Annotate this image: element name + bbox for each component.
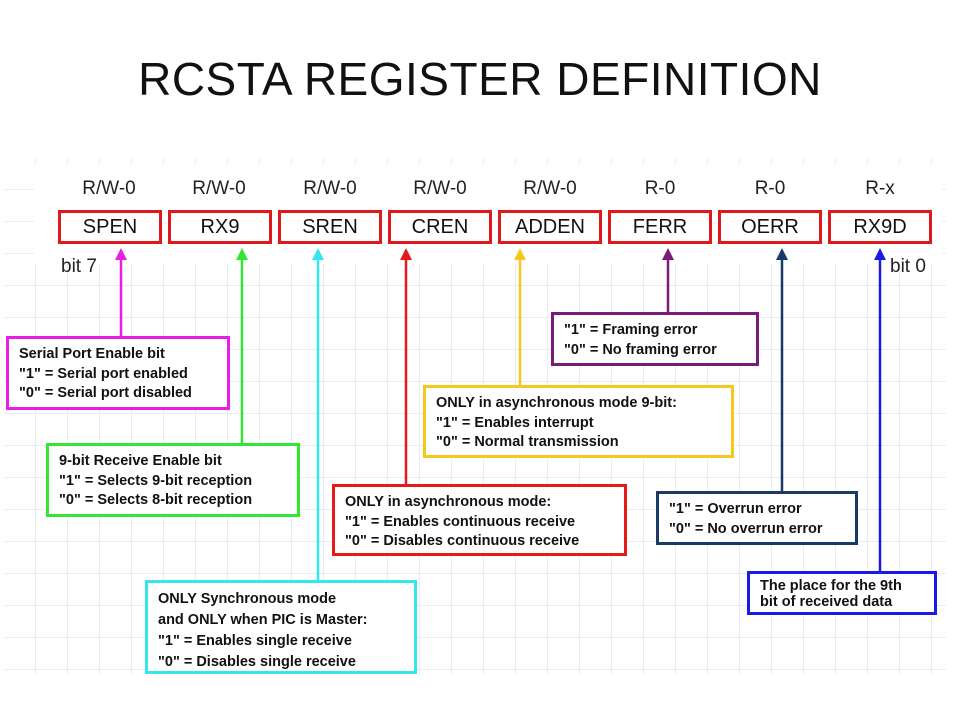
bit-cell-spen: SPEN [58,210,162,244]
ferr-note-line: "0" = No framing error [564,341,717,358]
adden-note-box: ONLY in asynchronous mode 9-bit: "1" = E… [423,385,734,458]
access-label-bit6: R/W-0 [192,178,246,199]
sren-arrowhead [312,248,324,260]
bit-cell-cren: CREN [388,210,492,244]
oerr-note-line: "0" = No overrun error [669,520,823,537]
access-label-bit3: R/W-0 [523,178,577,199]
oerr-arrowhead [776,248,788,260]
connector-lines [115,248,886,580]
ferr-note-box: "1" = Framing error "0" = No framing err… [551,312,759,366]
sren-note-line: "1" = Enables single receive [158,633,352,649]
adden-note-line: ONLY in asynchronous mode 9-bit: [436,395,677,411]
access-label-bit1: R-0 [754,178,786,199]
rx9d-note-box: The place for the 9th bit of received da… [747,571,937,615]
lsb-label: bit 0 [890,256,926,277]
access-label-bit2: R-0 [644,178,676,199]
rx9-note-box: 9-bit Receive Enable bit "1" = Selects 9… [46,443,300,517]
bit-cell-adden: ADDEN [498,210,602,244]
oerr-note-box: "1" = Overrun error "0" = No overrun err… [656,491,858,545]
access-label-bit0: R-x [865,178,895,199]
bit-cell-rx9d: RX9D [828,210,932,244]
sren-note-line: ONLY Synchronous mode [158,591,337,607]
spen-arrowhead [115,248,127,260]
spen-note-box: Serial Port Enable bit "1" = Serial port… [6,336,230,410]
rx9-note-line: "1" = Selects 9-bit reception [59,472,253,489]
cren-note-line: "0" = Disables continuous receive [345,533,580,549]
spen-note-line: "1" = Serial port enabled [19,365,188,382]
bit-cell-oerr: OERR [718,210,822,244]
rx9d-note-line: The place for the 9th [760,578,902,594]
register-panel: R/W-0 R/W-0 R/W-0 R/W-0 R/W-0 R-0 R-0 R-… [34,164,942,277]
cren-arrowhead [400,248,412,260]
rx9d-note-line: bit of received data [760,594,893,610]
access-label-bit5: R/W-0 [303,178,357,199]
rx9-note-line: "0" = Selects 8-bit reception [59,492,253,508]
ferr-note-line: "1" = Framing error [564,322,698,338]
ferr-arrowhead [662,248,674,260]
sren-note-line: "0" = Disables single receive [158,654,356,670]
sren-note-line: and ONLY when PIC is Master: [158,612,368,628]
bit-cell-rx9: RX9 [168,210,272,244]
bit-cell-ferr: FERR [608,210,712,244]
adden-note-line: "1" = Enables interrupt [436,414,594,431]
oerr-note-line: "1" = Overrun error [669,501,802,517]
rx9-note-line: 9-bit Receive Enable bit [59,453,222,469]
access-label-bit4: R/W-0 [413,178,467,199]
cren-note-line: ONLY in asynchronous mode: [345,494,552,510]
spen-note-line: "0" = Serial port disabled [19,385,192,401]
adden-arrowhead [514,248,526,260]
msb-label: bit 7 [61,256,97,277]
rx9-arrowhead [236,248,248,260]
spen-note-line: Serial Port Enable bit [19,346,165,362]
bit-cell-sren: SREN [278,210,382,244]
register-diagram: R/W-0 R/W-0 R/W-0 R/W-0 R/W-0 R-0 R-0 R-… [4,158,946,675]
access-label-bit7: R/W-0 [82,178,136,199]
cren-note-line: "1" = Enables continuous receive [345,513,576,530]
sren-note-box: ONLY Synchronous mode and ONLY when PIC … [145,580,417,674]
cren-note-box: ONLY in asynchronous mode: "1" = Enables… [332,484,627,556]
adden-note-line: "0" = Normal transmission [436,434,619,450]
slide-title: RCSTA REGISTER DEFINITION [138,53,822,105]
rx9d-arrowhead [874,248,886,260]
